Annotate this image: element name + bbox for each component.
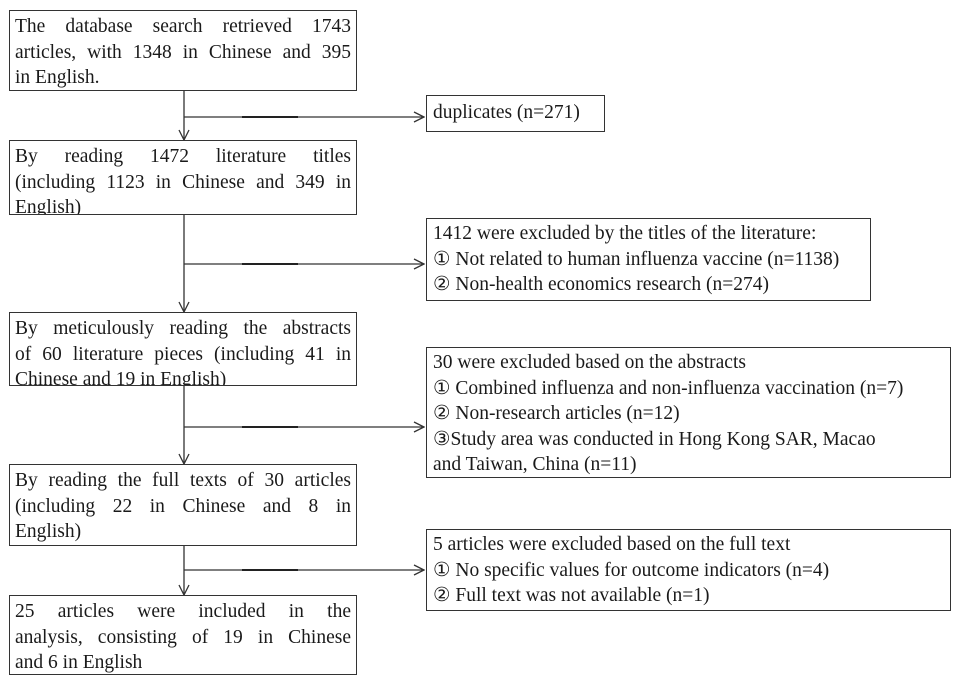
exclusion-box-title: 1412 were excluded by the titles of the … bbox=[426, 218, 871, 301]
box-line: in English. bbox=[15, 67, 100, 88]
flow-box-database-search: The database search retrieved 1743 artic… bbox=[9, 10, 357, 91]
box-line: English) bbox=[15, 197, 82, 215]
box-line: and 6 in English bbox=[15, 652, 143, 673]
box-line: and Taiwan, China (n=11) bbox=[433, 454, 637, 475]
box-line: ① Combined influenza and non-influenza v… bbox=[433, 377, 904, 399]
box-line: By meticulously reading the abstracts bbox=[15, 318, 351, 339]
box-line: Chinese and 19 in English) bbox=[15, 369, 227, 386]
flow-box-title-screening: By reading 1472 literature titles (inclu… bbox=[9, 140, 357, 215]
flow-box-full-text-review: By reading the full texts of 30 articles… bbox=[9, 464, 357, 546]
exclusion-box-duplicates: duplicates (n=271) bbox=[426, 95, 605, 132]
box-line: ② Full text was not available (n=1) bbox=[433, 585, 710, 606]
box-line: The database search retrieved 1743 bbox=[15, 16, 351, 37]
box-line: ① Not related to human influenza vaccine… bbox=[433, 248, 840, 270]
box-line: of 60 literature pieces (including 41 in bbox=[15, 343, 351, 365]
box-line: ① No specific values for outcome indicat… bbox=[433, 559, 830, 581]
box-line: English) bbox=[15, 521, 82, 542]
box-line: ② Non-research articles (n=12) bbox=[433, 403, 680, 424]
box-line: 5 articles were excluded based on the fu… bbox=[433, 534, 791, 555]
flow-box-included-articles: 25 articles were included in the analysi… bbox=[9, 595, 357, 675]
box-line: By reading 1472 literature titles bbox=[15, 146, 351, 167]
box-line: 1412 were excluded by the titles of the … bbox=[433, 223, 817, 244]
box-line: By reading the full texts of 30 articles bbox=[15, 470, 351, 491]
box-line: analysis, consisting of 19 in Chinese bbox=[15, 626, 351, 648]
flow-box-abstract-screening: By meticulously reading the abstracts of… bbox=[9, 312, 357, 386]
box-line: 30 were excluded based on the abstracts bbox=[433, 352, 746, 373]
box-line: ② Non-health economics research (n=274) bbox=[433, 274, 770, 295]
box-line: duplicates (n=271) bbox=[433, 102, 580, 123]
box-line: articles, with 1348 in Chinese and 395 bbox=[15, 41, 351, 63]
box-line: 25 articles were included in the bbox=[15, 601, 351, 622]
exclusion-box-full-text: 5 articles were excluded based on the fu… bbox=[426, 529, 951, 611]
exclusion-box-abstract: 30 were excluded based on the abstracts … bbox=[426, 347, 951, 478]
box-line: (including 22 in Chinese and 8 in bbox=[15, 495, 351, 517]
box-line: ③Study area was conducted in Hong Kong S… bbox=[433, 428, 876, 450]
box-line: (including 1123 in Chinese and 349 in bbox=[15, 171, 351, 193]
